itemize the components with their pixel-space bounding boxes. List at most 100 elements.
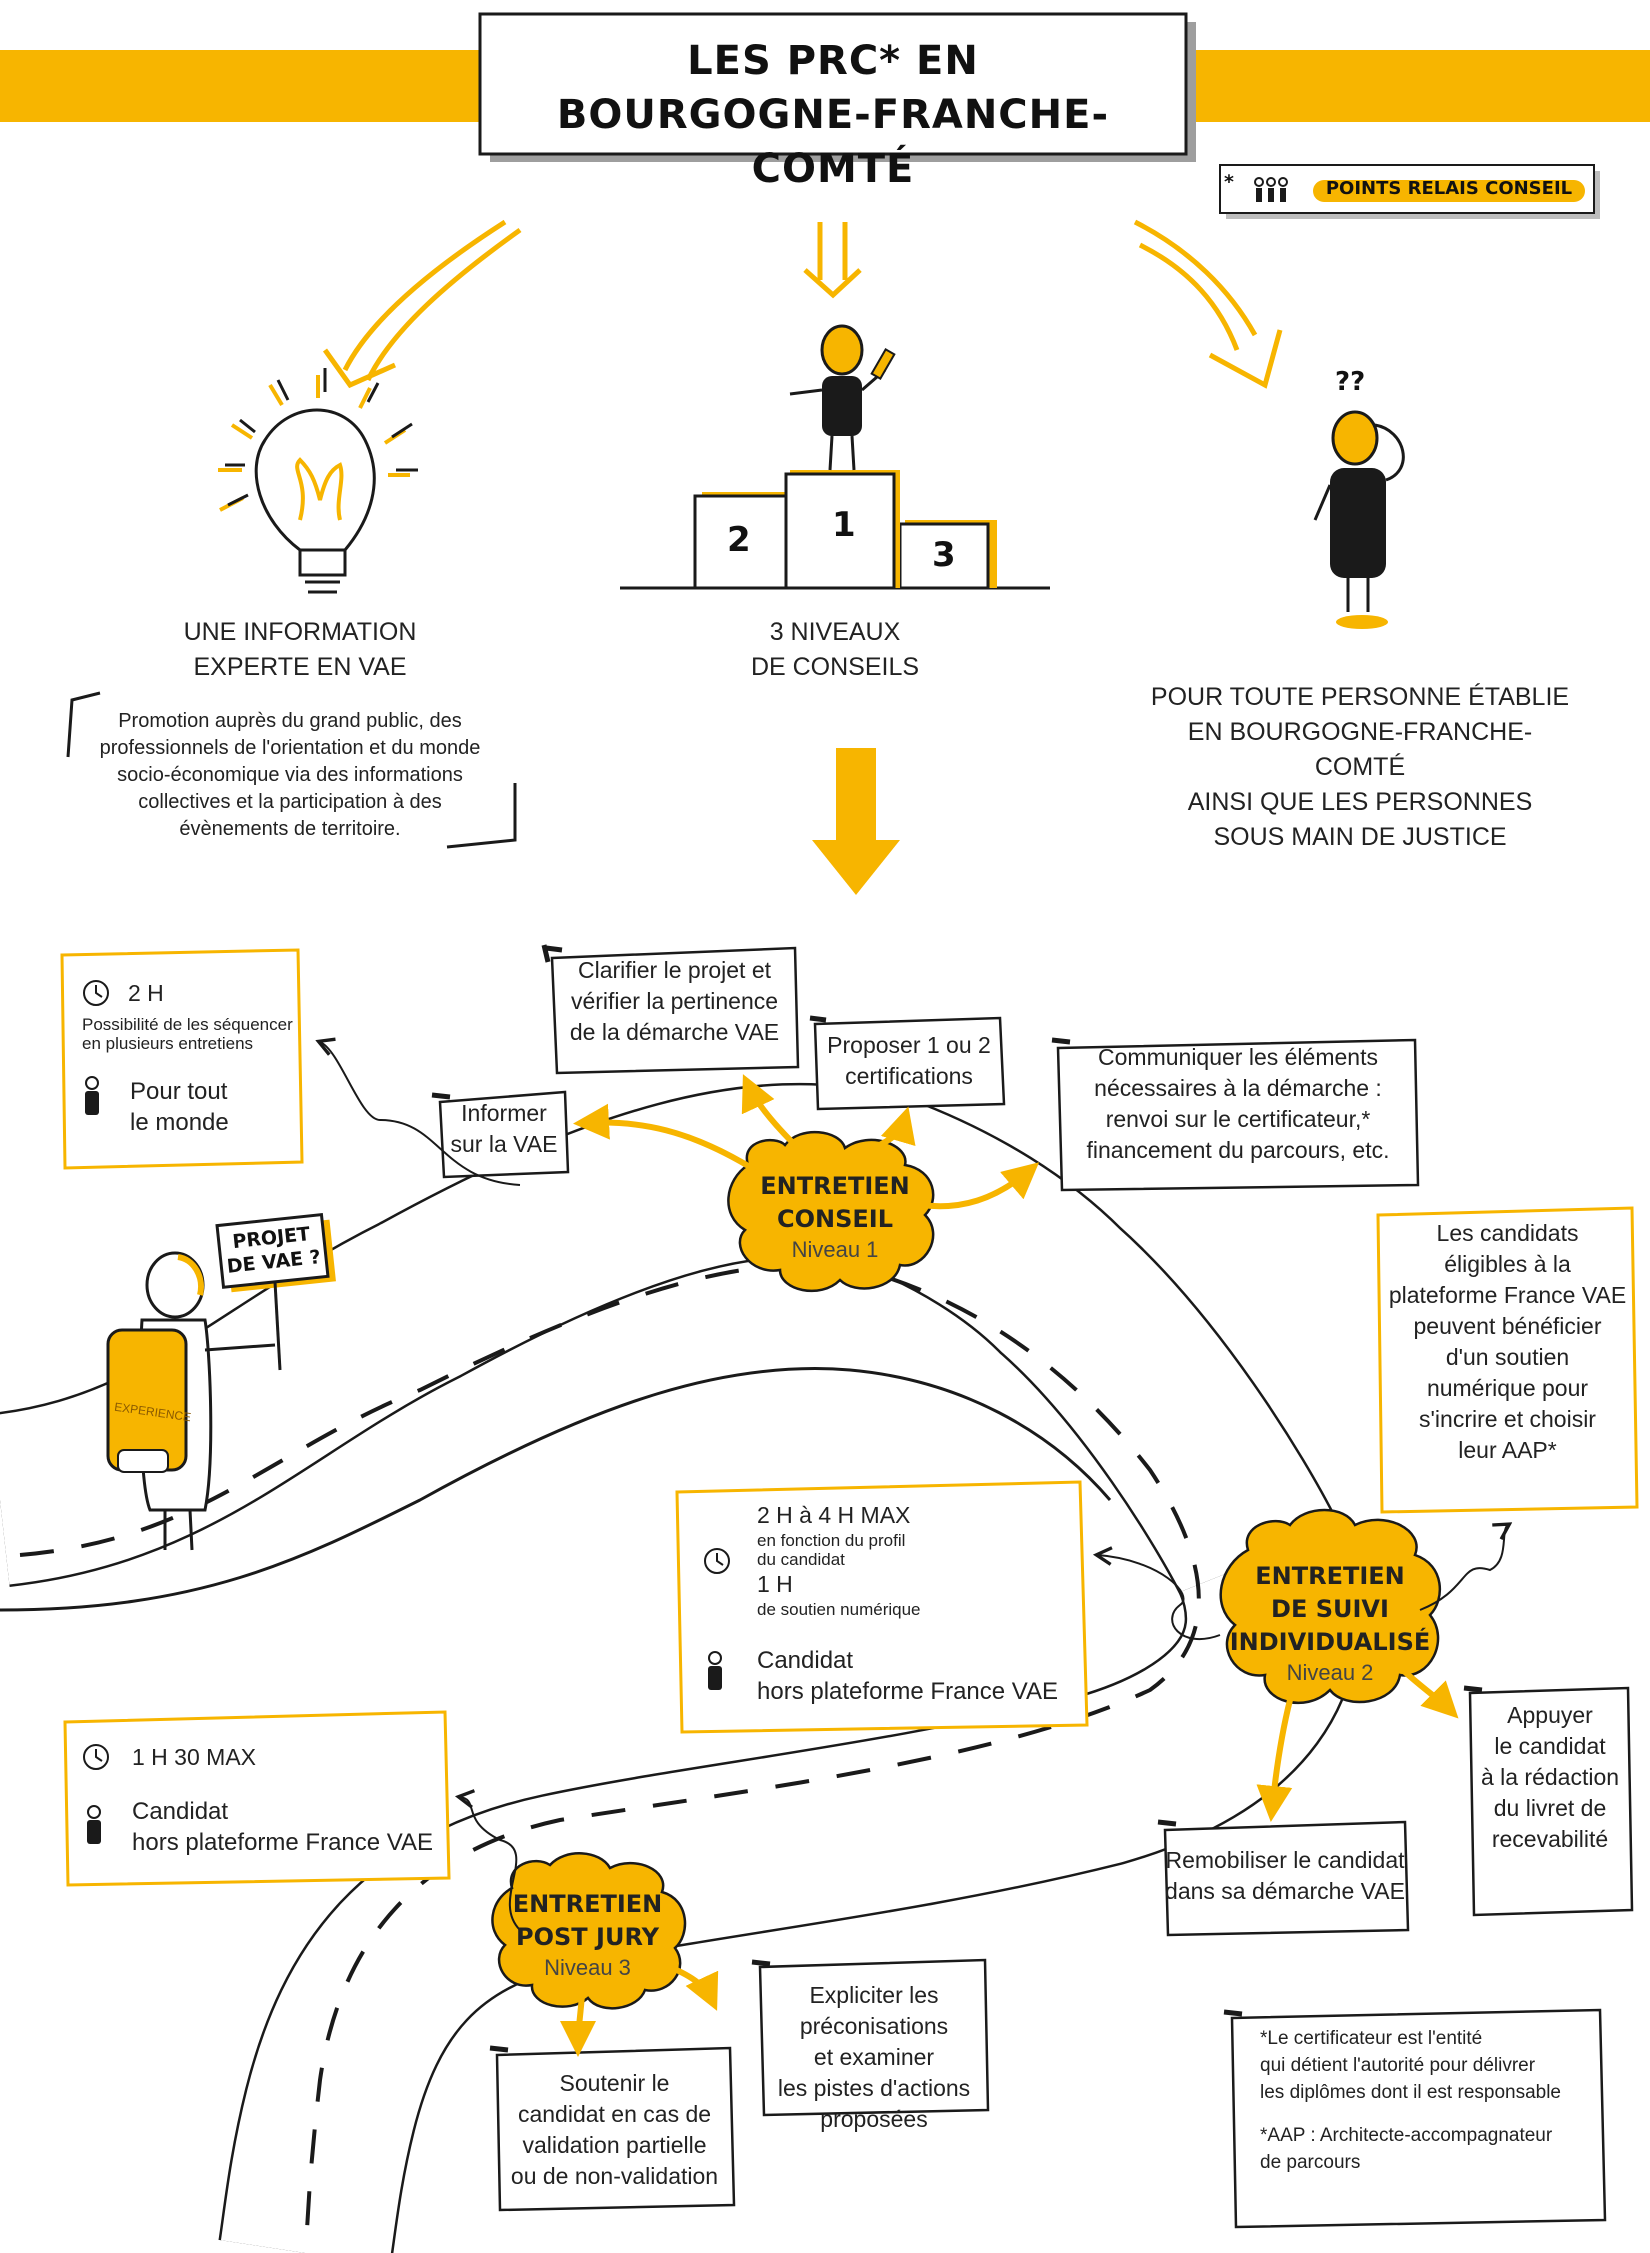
bubble-title: CONSEIL bbox=[776, 1205, 893, 1233]
bubble-title: INDIVIDUALISÉ bbox=[1229, 1628, 1431, 1656]
bubble-arrows bbox=[560, 1074, 1459, 2057]
platform-note: Les candidats éligibles à la plateforme … bbox=[1380, 1218, 1635, 1466]
action-line: dans sa démarche VAE bbox=[1165, 1878, 1405, 1904]
level1-audience: Pour tout le monde bbox=[130, 1076, 229, 1138]
audience-line: hors plateforme France VAE bbox=[757, 1678, 1059, 1705]
action-line: sur la VAE bbox=[450, 1131, 558, 1157]
audience-line: Candidat bbox=[757, 1647, 854, 1674]
action-communicate: Communiquer les éléments nécessaires à l… bbox=[1058, 1042, 1418, 1166]
action-line: renvoi sur le certificateur,* bbox=[1105, 1106, 1371, 1132]
action-line: ou de non-validation bbox=[510, 2163, 719, 2189]
person-icons bbox=[85, 1076, 722, 1844]
level1-bubble: ENTRETIEN CONSEIL Niveau 1 bbox=[735, 1170, 935, 1264]
footnote-line: *Le certificateur est l'entité bbox=[1260, 2028, 1483, 2049]
bubbles bbox=[491, 1130, 1442, 2010]
connector-arrows bbox=[320, 1042, 1508, 1931]
promotion-brackets bbox=[66, 691, 517, 849]
action-line: le candidat bbox=[1494, 1733, 1606, 1759]
platform-line: plateforme France VAE bbox=[1388, 1282, 1627, 1308]
pillar-info-caption: UNE INFORMATION EXPERTE EN VAE bbox=[150, 615, 450, 685]
note-line: en plusieurs entretiens bbox=[82, 1034, 254, 1053]
action-line: Appuyer bbox=[1507, 1702, 1593, 1728]
bubble-title: POST JURY bbox=[516, 1923, 659, 1951]
down-arrow-icon bbox=[812, 748, 900, 895]
traveler-figure bbox=[106, 1212, 336, 1551]
action-line: candidat en cas de bbox=[517, 2101, 712, 2127]
promotion-line: professionnels de l'orientation et du mo… bbox=[99, 737, 481, 759]
legend-label: POINTS RELAIS CONSEIL bbox=[1325, 178, 1573, 199]
action-line: certifications bbox=[845, 1063, 973, 1089]
action-clarify: Clarifier le projet et vérifier la perti… bbox=[552, 955, 797, 1048]
legend-asterisk: * bbox=[1224, 171, 1234, 193]
action-line: préconisations bbox=[799, 2013, 949, 2039]
platform-line: d'un soutien bbox=[1445, 1344, 1570, 1370]
platform-line: éligibles à la bbox=[1444, 1251, 1571, 1277]
level3-bubble: ENTRETIEN POST JURY Niveau 3 bbox=[495, 1888, 680, 1982]
title-banner bbox=[0, 12, 1650, 162]
audience-line: le monde bbox=[130, 1109, 229, 1136]
question-marks: ?? bbox=[1335, 367, 1366, 397]
action-line: financement du parcours, etc. bbox=[1086, 1137, 1390, 1163]
note-cards bbox=[431, 944, 1634, 2229]
pillar-info-line: UNE INFORMATION bbox=[183, 618, 417, 646]
action-line: Clarifier le projet et bbox=[577, 957, 772, 983]
footnote-spacer bbox=[1260, 2106, 1595, 2122]
footnote-line: *AAP : Architecte-accompagnateur bbox=[1260, 2125, 1553, 2146]
action-line: Expliciter les bbox=[809, 1982, 939, 2008]
platform-line: numérique pour bbox=[1426, 1375, 1589, 1401]
title-line-1: LES PRC* EN bbox=[687, 38, 979, 84]
action-line: Proposer 1 ou 2 bbox=[827, 1032, 991, 1058]
level2-support-note: de soutien numérique bbox=[757, 1600, 921, 1619]
level3-duration: 1 H 30 MAX bbox=[132, 1744, 256, 1770]
pillar-levels-line: DE CONSEILS bbox=[750, 653, 920, 681]
legend-badge bbox=[1219, 164, 1600, 219]
pillar-levels-caption: 3 NIVEAUX DE CONSEILS bbox=[700, 615, 970, 685]
promotion-line: socio-économique via des informations bbox=[117, 764, 463, 786]
audience-line: hors plateforme France VAE bbox=[132, 1829, 434, 1856]
action-inform: Informer sur la VAE bbox=[440, 1098, 568, 1160]
level3-audience: Candidat hors plateforme France VAE bbox=[132, 1796, 433, 1858]
pillar-public-line: EN BOURGOGNE-FRANCHE-COMTÉ bbox=[1187, 718, 1533, 781]
action-line: validation partielle bbox=[522, 2132, 707, 2158]
footnotes: *Le certificateur est l'entité qui détie… bbox=[1260, 2025, 1595, 2176]
level2-duration-note: en fonction du profil bbox=[757, 1531, 906, 1550]
platform-line: s'incrire et choisir bbox=[1419, 1406, 1596, 1432]
promotion-line: collectives et la participation à des bbox=[138, 791, 442, 813]
promotion-text: Promotion auprès du grand public, des pr… bbox=[70, 708, 510, 843]
clock-icons bbox=[83, 980, 730, 1770]
footnote-line: qui détient l'autorité pour délivrer bbox=[1260, 2055, 1536, 2076]
action-line: proposées bbox=[820, 2106, 928, 2132]
platform-line: peuvent bénéficier bbox=[1413, 1313, 1602, 1339]
audience-line: Pour tout bbox=[130, 1078, 228, 1105]
action-line: nécessaires à la démarche : bbox=[1094, 1075, 1382, 1101]
level1-duration-note: Possibilité de les séquencer en plusieur… bbox=[82, 1015, 297, 1053]
action-explain: Expliciter les préconisations et examine… bbox=[760, 1980, 988, 2135]
bubble-level: Niveau 1 bbox=[791, 1237, 879, 1262]
promotion-line: évènements de territoire. bbox=[179, 818, 401, 840]
pillar-levels-line: 3 NIVEAUX bbox=[769, 618, 901, 646]
page-title: LES PRC* EN BOURGOGNE-FRANCHE-COMTÉ bbox=[480, 34, 1186, 196]
title-line-2: BOURGOGNE-FRANCHE-COMTÉ bbox=[556, 92, 1110, 192]
action-line: à la rédaction bbox=[1480, 1764, 1620, 1790]
action-support-partial: Soutenir le candidat en cas de validatio… bbox=[497, 2068, 732, 2192]
audience-line: Candidat bbox=[132, 1798, 229, 1825]
podium-first: 1 bbox=[832, 505, 856, 545]
lightbulb-icon bbox=[218, 368, 418, 594]
footnote-line: les diplômes dont il est responsable bbox=[1260, 2082, 1562, 2103]
action-line: Informer bbox=[461, 1100, 547, 1126]
winner-figure bbox=[789, 324, 896, 471]
pillar-public-caption: POUR TOUTE PERSONNE ÉTABLIE EN BOURGOGNE… bbox=[1150, 680, 1570, 855]
bubble-level: Niveau 2 bbox=[1286, 1660, 1374, 1685]
platform-line: Les candidats bbox=[1436, 1220, 1579, 1246]
action-line: Communiquer les éléments bbox=[1098, 1044, 1378, 1070]
bubble-title: DE SUIVI bbox=[1271, 1595, 1389, 1623]
podium-second: 2 bbox=[727, 520, 751, 560]
people-group-icon bbox=[1254, 177, 1288, 202]
pillar-public-line: POUR TOUTE PERSONNE ÉTABLIE bbox=[1150, 683, 1570, 711]
podium-third: 3 bbox=[932, 535, 956, 575]
pillar-public-line: AINSI QUE LES PERSONNES bbox=[1187, 788, 1533, 816]
action-line: les pistes d'actions bbox=[777, 2075, 971, 2101]
action-remobilize: Remobiliser le candidat dans sa démarche… bbox=[1165, 1845, 1405, 1907]
podium-icon bbox=[620, 324, 1050, 590]
